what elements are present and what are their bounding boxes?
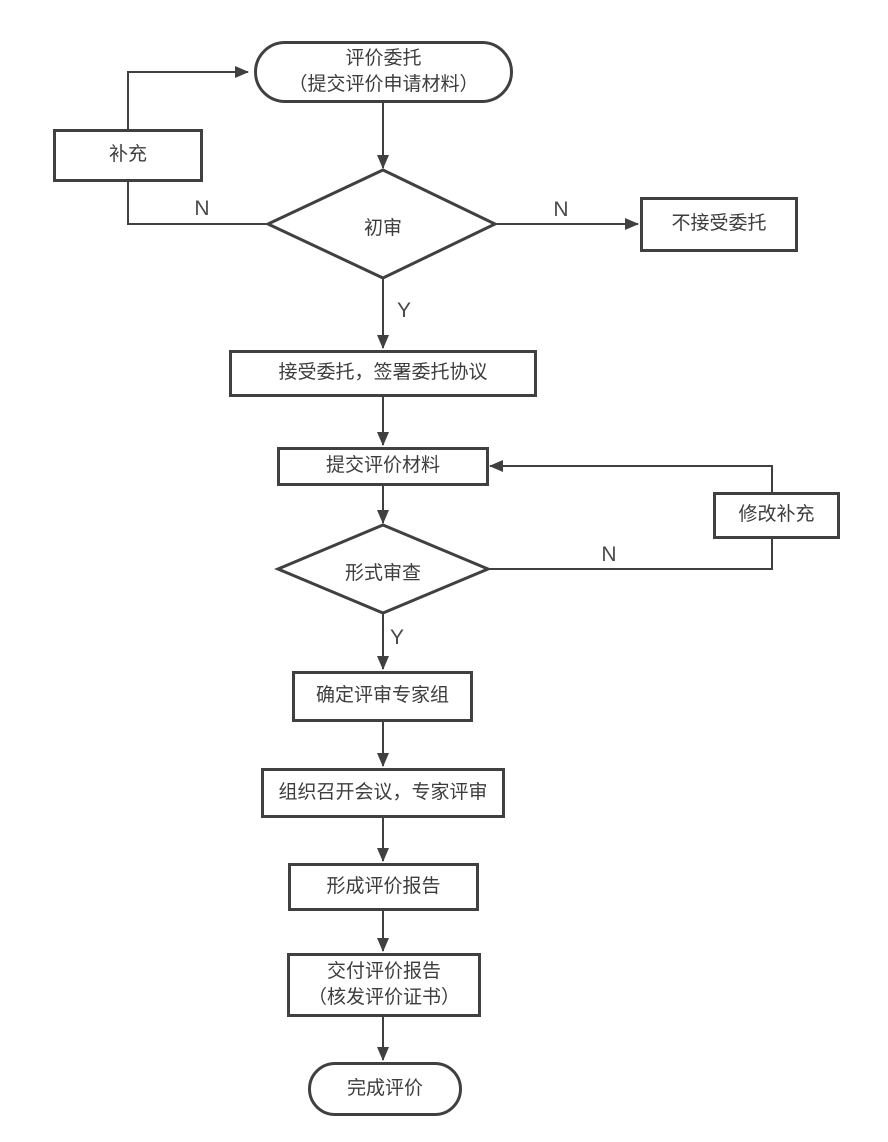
node-expert-group: 确定评审专家组 [292,671,473,722]
edge-label-formal-yes: Y [389,626,404,649]
node-modify: 修改补充 [713,492,840,539]
node-deliver-line1: 交付评价报告 [326,960,441,982]
edge-label-preliminary-yes: Y [396,299,411,322]
edge-label-preliminary-no-left: N [194,197,210,220]
node-start-line1: 评价委托 [345,47,422,69]
node-supplement: 补充 [53,129,203,182]
node-done: 完成评价 [308,1062,462,1116]
node-meeting: 组织召开会议，专家评审 [261,768,505,818]
node-start-line2: （提交评价申请材料） [288,74,479,95]
node-submit: 提交评价材料 [277,447,489,486]
node-formal-review-label: 形式审查 [344,563,421,584]
node-deliver-line2: （核发评价证书） [307,987,460,1008]
node-reject: 不接受委托 [640,197,798,252]
node-accept: 接受委托，签署委托协议 [229,350,537,397]
node-start: 评价委托 （提交评价申请材料） [254,41,513,103]
node-deliver: 交付评价报告 （核发评价证书） [287,953,481,1017]
edge-label-formal-no: N [601,543,617,566]
edge-label-preliminary-no-right: N [553,198,569,221]
node-preliminary-review-label: 初审 [363,218,402,239]
node-report: 形成评价报告 [288,863,479,911]
